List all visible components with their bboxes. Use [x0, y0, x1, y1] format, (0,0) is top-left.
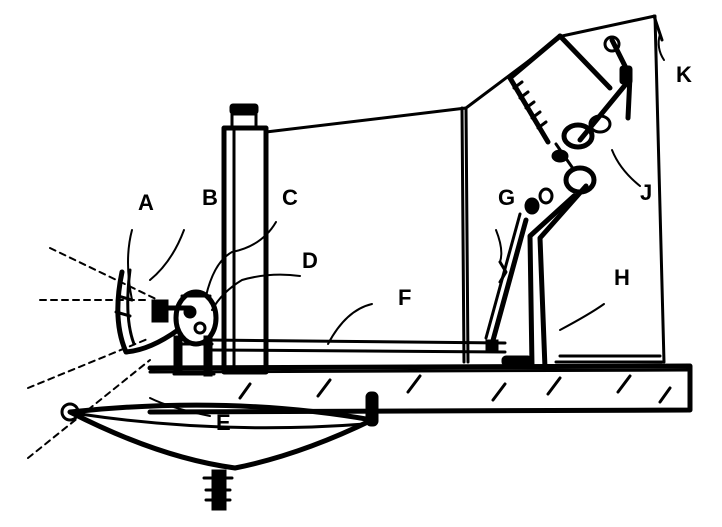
vertical-column [224, 104, 266, 372]
sight-lines [28, 248, 158, 458]
sliding-rod [210, 340, 505, 352]
label-e: E [216, 410, 231, 435]
label-k: K [676, 62, 692, 87]
label-b: B [202, 185, 218, 210]
leader-j [612, 150, 640, 186]
adjusting-wheel [152, 292, 216, 376]
crank-mechanism [552, 37, 632, 192]
leader-f [328, 304, 372, 344]
leader-h [560, 304, 604, 330]
label-h: H [614, 265, 630, 290]
part-labels: A B C D E F G H J K [138, 62, 692, 435]
label-j: J [640, 180, 652, 205]
label-d: D [302, 248, 318, 273]
front-mirror [116, 270, 178, 352]
inclined-plate [510, 36, 610, 142]
label-a: A [138, 190, 154, 215]
linkage-arm [486, 186, 662, 368]
leader-b [150, 230, 184, 280]
label-f: F [398, 285, 411, 310]
label-c: C [282, 185, 298, 210]
panels [266, 16, 664, 362]
leader-g [496, 230, 501, 262]
label-g: G [498, 185, 515, 210]
clamp-block [152, 300, 168, 322]
foot-clamp [366, 392, 378, 426]
